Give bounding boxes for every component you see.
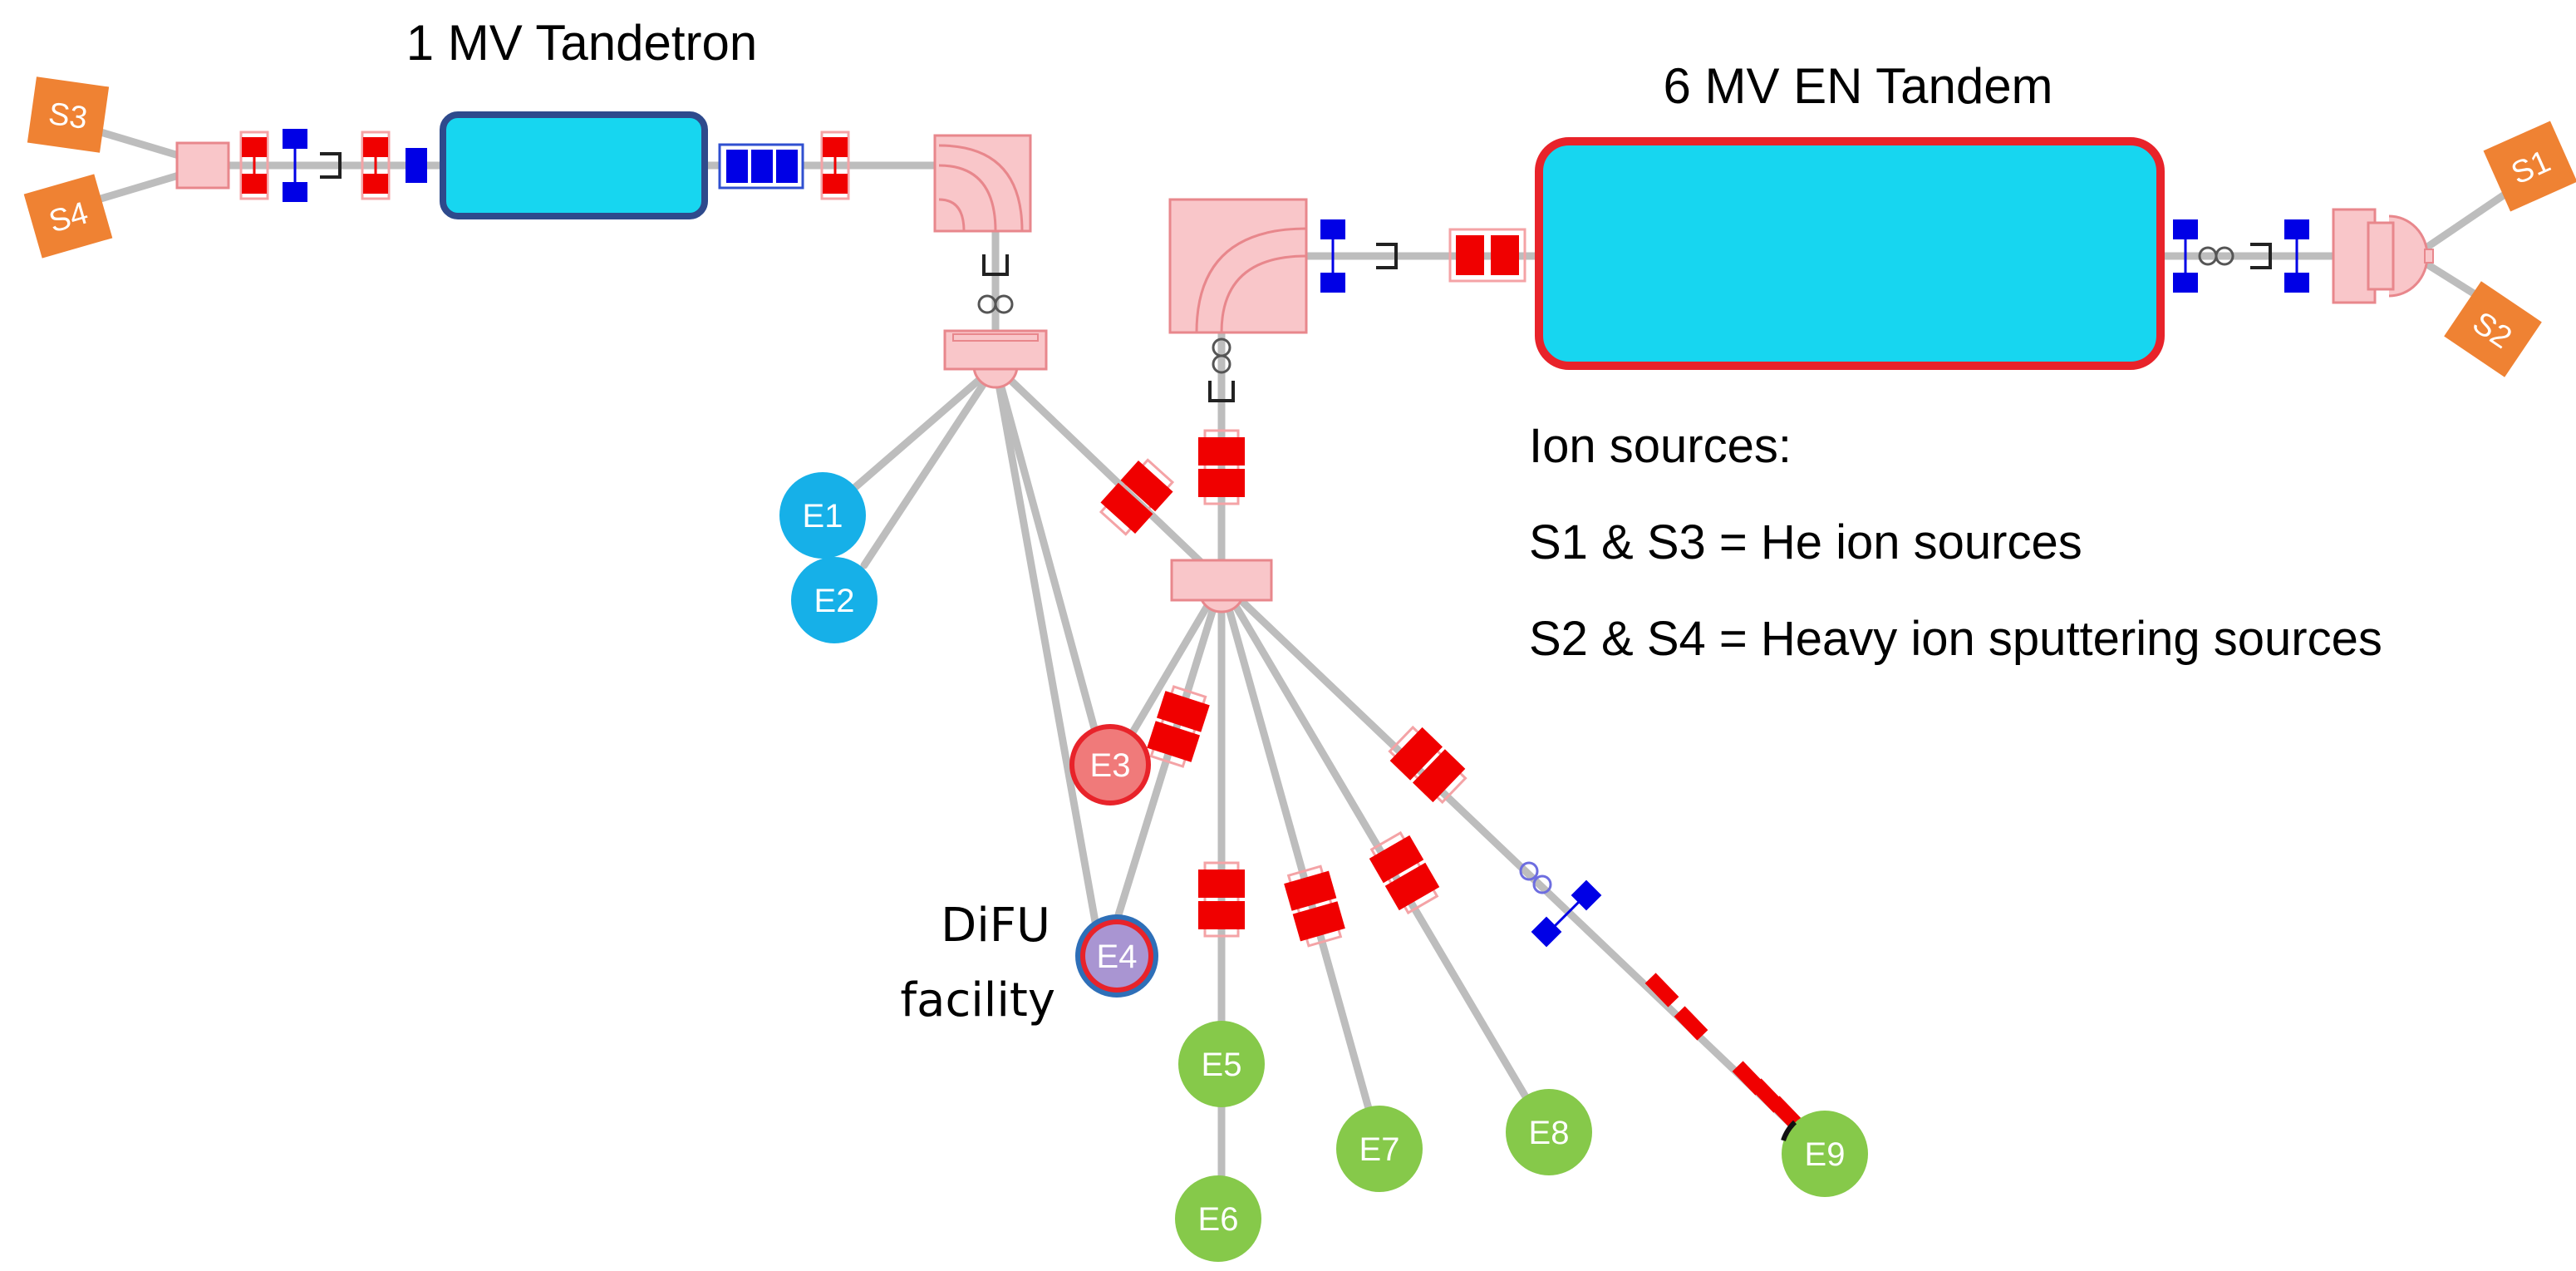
en-tandem-accelerator[interactable] <box>1535 137 2165 370</box>
endstation-e9-label: E9 <box>1805 1136 1846 1173</box>
endstation-e8[interactable]: E8 <box>1506 1089 1592 1175</box>
tandetron-triplet[interactable] <box>718 143 804 190</box>
en-injector-magnet[interactable] <box>2332 208 2434 304</box>
endstation-e4[interactable]: E4 <box>1075 914 1158 998</box>
e9-steerer[interactable] <box>1531 879 1602 948</box>
endstation-e1-label: E1 <box>803 498 843 535</box>
tandetron-accelerator[interactable] <box>440 111 708 219</box>
tandetron-injector-magnet[interactable] <box>175 141 230 190</box>
tandetron-title: 1 MV Tandetron <box>406 15 758 71</box>
e9-viewer[interactable] <box>1519 861 1552 894</box>
source-s3-label: S3 <box>47 96 90 136</box>
legend-line-1: S1 & S3 = He ion sources <box>1529 515 2082 569</box>
legend-heading: Ion sources: <box>1529 419 1792 473</box>
en-switching-magnet[interactable] <box>1170 559 1273 613</box>
endstation-e3-label: E3 <box>1090 747 1131 784</box>
en-analyzing-magnet[interactable] <box>1168 198 1308 334</box>
difu-label-line-1: DiFU <box>941 899 1050 953</box>
endstation-e4-label: E4 <box>1097 938 1138 975</box>
source-s4[interactable]: S4 <box>23 174 113 259</box>
difu-label-line-2: facility <box>900 973 1055 1027</box>
source-s1[interactable]: S1 <box>2483 121 2576 212</box>
en-quad-1[interactable] <box>1448 228 1526 283</box>
en-tandem-title: 6 MV EN Tandem <box>1663 58 2052 114</box>
endstation-e6[interactable]: E6 <box>1175 1175 1261 1262</box>
legend-line-2: S2 & S4 = Heavy ion sputtering sources <box>1529 612 2382 666</box>
endstation-e9[interactable]: E9 <box>1781 1111 1868 1197</box>
endstation-e7-label: E7 <box>1359 1131 1400 1168</box>
endstation-e3[interactable]: E3 <box>1069 724 1151 805</box>
tandetron-analyzing-magnet[interactable] <box>933 134 1032 233</box>
e9-quads[interactable] <box>1644 973 1803 1131</box>
endstation-e5-label: E5 <box>1202 1047 1242 1083</box>
endstation-e6-label: E6 <box>1198 1201 1239 1238</box>
fan-quad-e9[interactable] <box>1384 721 1472 809</box>
endstation-e5[interactable]: E5 <box>1178 1021 1265 1107</box>
endstation-e7[interactable]: E7 <box>1336 1106 1423 1192</box>
endstation-e2[interactable]: E2 <box>791 557 878 643</box>
source-s2[interactable]: S2 <box>2444 281 2542 377</box>
tandetron-steerer-2[interactable] <box>406 148 427 183</box>
tandetron-switching-magnet[interactable] <box>943 329 1048 389</box>
source-s3[interactable]: S3 <box>27 76 110 153</box>
endstation-e2-label: E2 <box>814 583 855 619</box>
endstation-e8-label: E8 <box>1529 1115 1570 1151</box>
endstation-e1[interactable]: E1 <box>779 472 866 559</box>
